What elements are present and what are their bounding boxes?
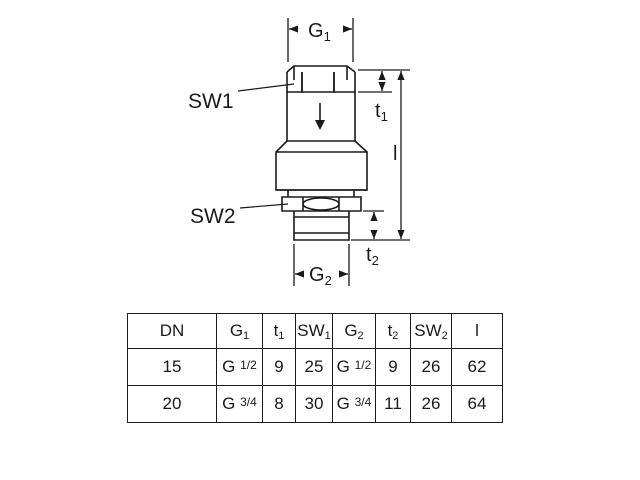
cell-t2: 9 bbox=[375, 348, 411, 386]
cell-g2: G 1/2 bbox=[332, 348, 376, 386]
cell-dn: 20 bbox=[127, 385, 217, 423]
dimension-l bbox=[351, 71, 410, 241]
cell-g2: G 3/4 bbox=[332, 385, 376, 423]
header-g2: G2 bbox=[332, 313, 376, 349]
dim-l-label: l bbox=[393, 143, 397, 165]
cell-sw2: 26 bbox=[410, 348, 452, 386]
table-header-row: DN G1 t1 SW1 G2 t2 SW2 l bbox=[127, 313, 503, 349]
dim-g1-label: G1 bbox=[308, 20, 331, 44]
dimension-g2 bbox=[293, 244, 350, 286]
cell-sw1: 25 bbox=[295, 348, 333, 386]
flow-arrow-icon bbox=[315, 103, 325, 130]
fitting-body bbox=[275, 65, 368, 241]
cell-sw2: 26 bbox=[410, 385, 452, 423]
cell-g1: G 1/2 bbox=[216, 348, 263, 386]
dim-t2-label: t2 bbox=[366, 244, 379, 268]
header-g1: G1 bbox=[216, 313, 263, 349]
dimension-g1 bbox=[287, 18, 354, 62]
header-t2: t2 bbox=[375, 313, 411, 349]
table-row: 15 G 1/2 9 25 G 1/2 9 26 62 bbox=[127, 348, 503, 386]
cell-l: 62 bbox=[451, 348, 503, 386]
cell-l: 64 bbox=[451, 385, 503, 423]
header-sw2: SW2 bbox=[410, 313, 452, 349]
dimension-t2 bbox=[363, 210, 384, 239]
cell-t2: 11 bbox=[375, 385, 411, 423]
sw1-leader bbox=[237, 83, 295, 92]
cell-g1: G 3/4 bbox=[216, 385, 263, 423]
dimension-t1 bbox=[358, 69, 410, 93]
header-dn: DN bbox=[127, 313, 217, 349]
header-l: l bbox=[451, 313, 503, 349]
dim-g2-label: G2 bbox=[309, 264, 332, 288]
cell-dn: 15 bbox=[127, 348, 217, 386]
cell-sw1: 30 bbox=[295, 385, 333, 423]
dim-t1-label: t1 bbox=[375, 100, 388, 124]
dimension-table: DN G1 t1 SW1 G2 t2 SW2 l 15 G 1/2 9 25 G… bbox=[127, 313, 503, 423]
cell-t1: 8 bbox=[262, 385, 296, 423]
sw2-leader bbox=[239, 203, 289, 209]
table-row: 20 G 3/4 8 30 G 3/4 11 26 64 bbox=[127, 385, 503, 423]
header-t1: t1 bbox=[262, 313, 296, 349]
fitting-drawing: G1 G2 t1 l t2 SW1 SW2 bbox=[188, 18, 410, 288]
header-sw1: SW1 bbox=[295, 313, 333, 349]
sw1-label: SW1 bbox=[188, 90, 234, 113]
sw2-label: SW2 bbox=[190, 205, 236, 228]
cell-t1: 9 bbox=[262, 348, 296, 386]
